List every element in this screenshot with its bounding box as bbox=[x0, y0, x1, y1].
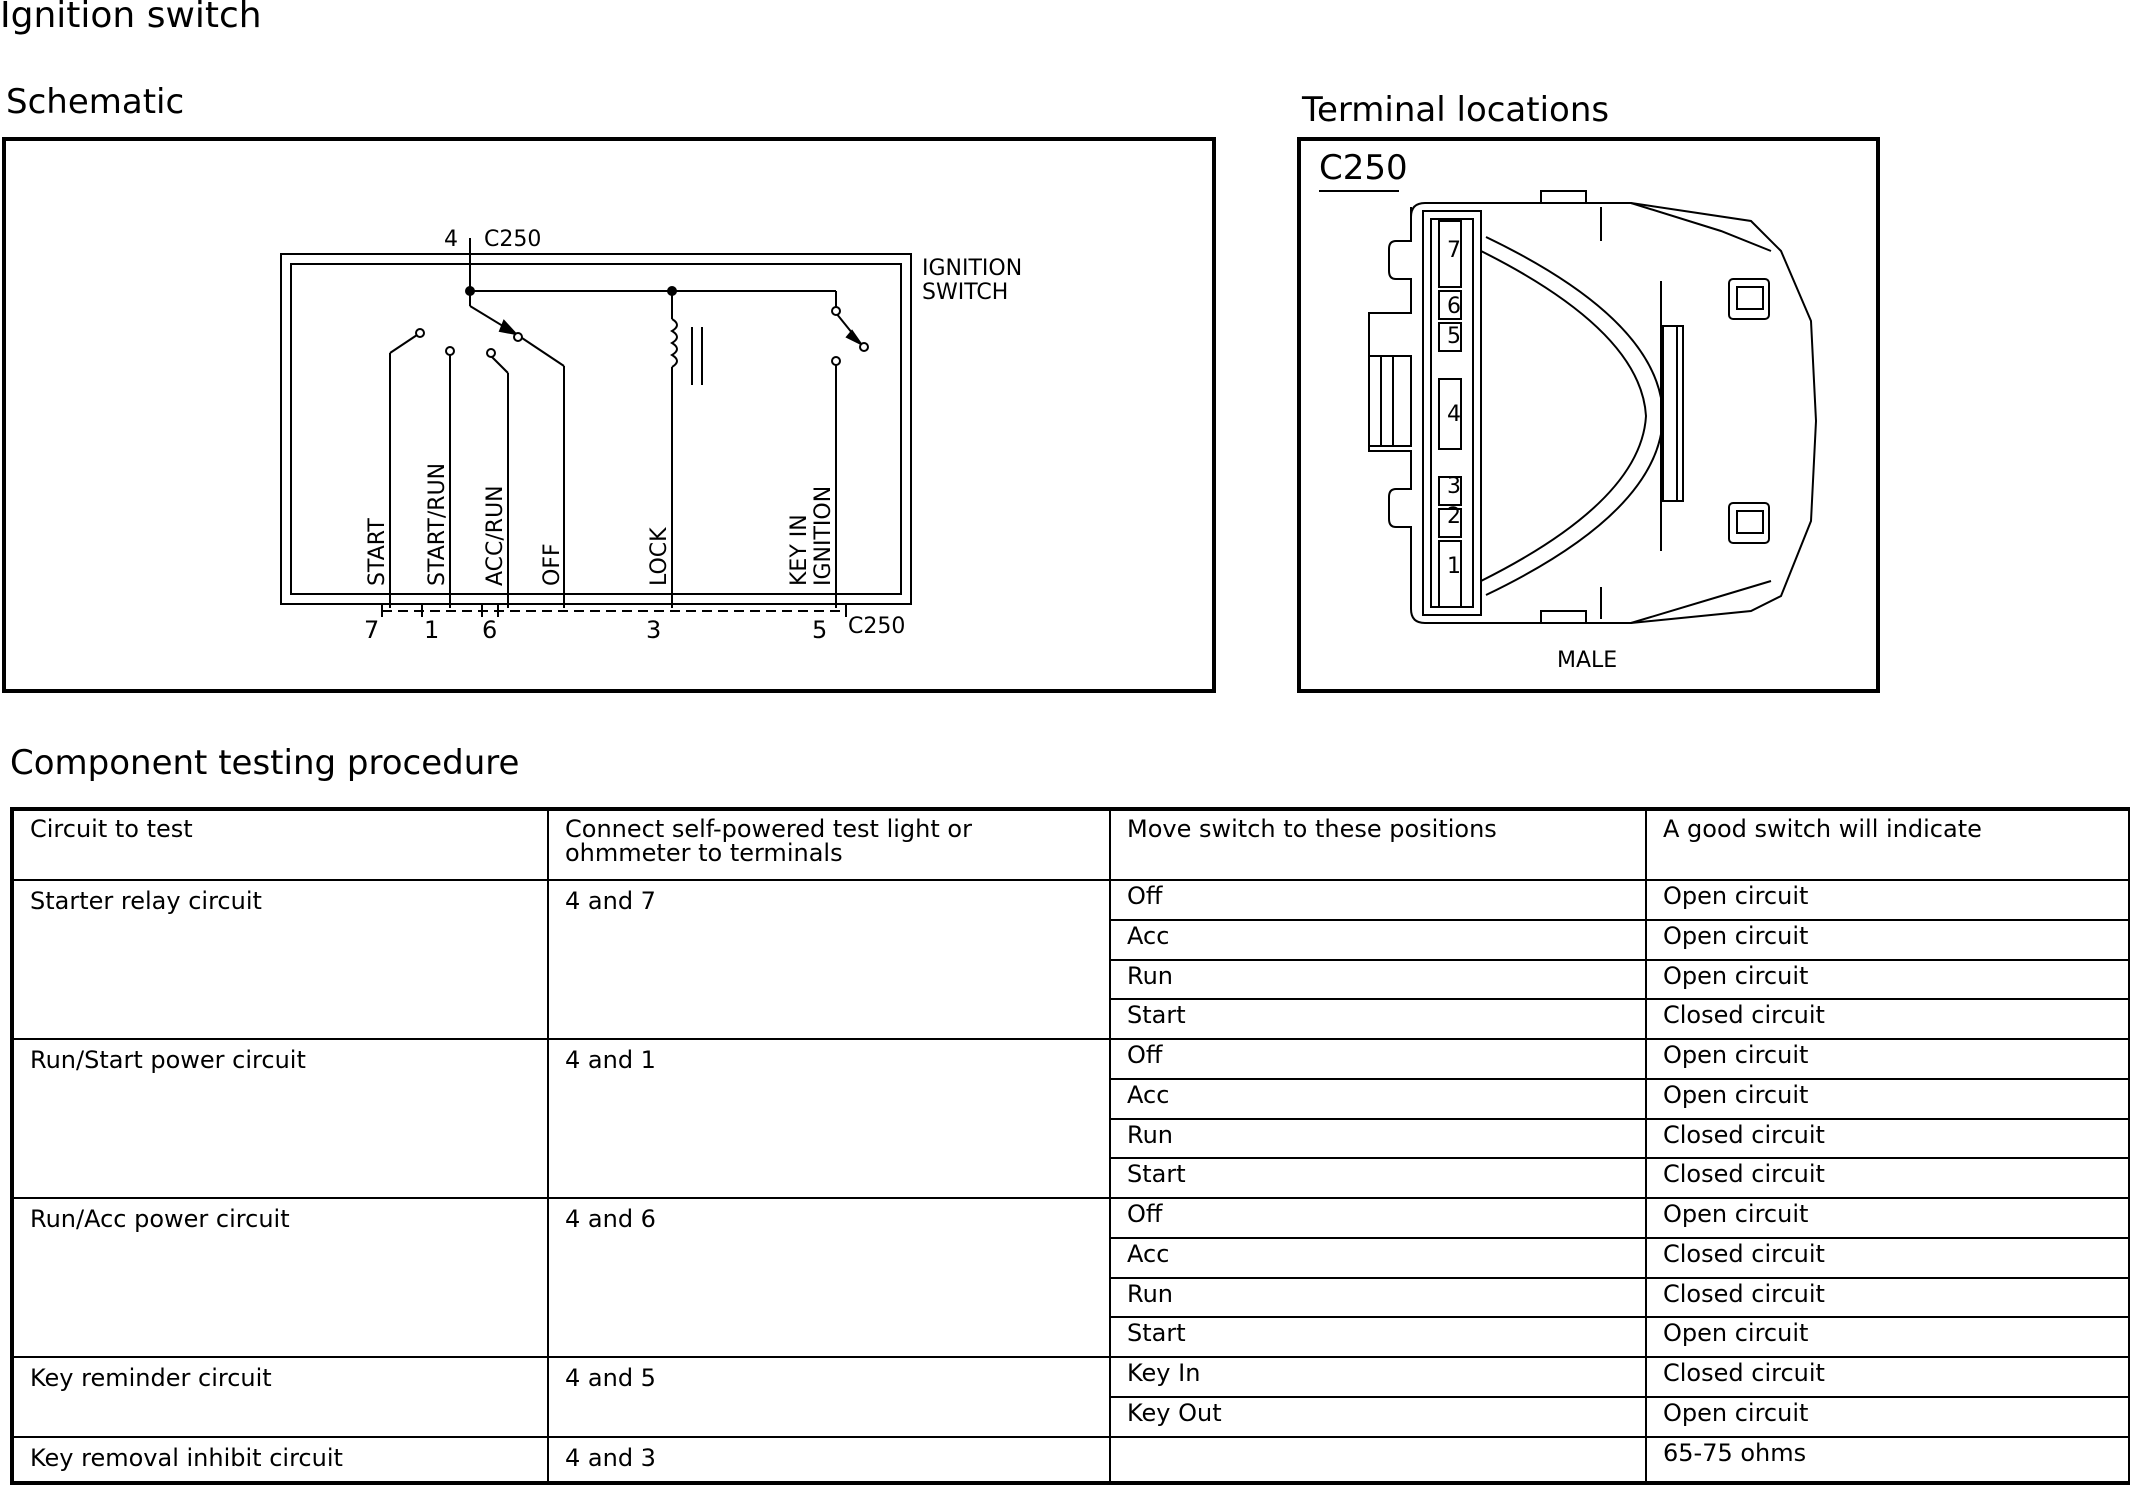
bottom-pin-6: 6 bbox=[482, 616, 497, 644]
position-label-acc-run: ACC/RUN bbox=[483, 485, 508, 586]
circuit-cell: Run/Start power circuit bbox=[11, 1038, 549, 1199]
result-cell: Open circuit bbox=[1645, 1038, 2130, 1080]
page-title: Ignition switch bbox=[0, 0, 262, 36]
position-cell: Start bbox=[1109, 1157, 1647, 1199]
result-cell: Closed circuit bbox=[1645, 998, 2130, 1040]
result-cell: Open circuit bbox=[1645, 958, 2130, 1001]
result-cell: Open circuit bbox=[1645, 1316, 2130, 1358]
terminals-cell: 4 and 1 bbox=[547, 1038, 1111, 1199]
position-cell: Run bbox=[1109, 958, 1647, 1001]
header-result: A good switch will indicate bbox=[1645, 808, 2130, 881]
procedure-table: Circuit to test Connect self-powered tes… bbox=[10, 807, 2130, 1485]
position-label-lock: LOCK bbox=[647, 527, 672, 586]
result-cell: Closed circuit bbox=[1645, 1117, 2130, 1160]
terminals-cell: 4 and 3 bbox=[547, 1435, 1111, 1484]
header-terminals-line2: ohmmeter to terminals bbox=[565, 839, 843, 867]
terminals-cell: 4 and 5 bbox=[547, 1356, 1111, 1438]
terminal-locations-panel: C250 bbox=[1297, 137, 1880, 693]
terminals-cell: 4 and 6 bbox=[547, 1197, 1111, 1358]
position-cell: Key In bbox=[1109, 1356, 1647, 1398]
result-cell: Open circuit bbox=[1645, 1077, 2130, 1120]
ignition-switch-label-line1: IGNITION bbox=[922, 256, 1022, 281]
terminal-locations-heading: Terminal locations bbox=[1302, 90, 1610, 130]
result-cell: Open circuit bbox=[1645, 879, 2130, 921]
terminal-pin-7: 7 bbox=[1447, 238, 1461, 263]
result-cell: Closed circuit bbox=[1645, 1356, 2130, 1398]
key-in-label-line1: KEY IN bbox=[787, 514, 812, 586]
position-cell: Start bbox=[1109, 1316, 1647, 1358]
position-cell: Off bbox=[1109, 1038, 1647, 1080]
result-cell: Closed circuit bbox=[1645, 1236, 2130, 1279]
circuit-cell: Key removal inhibit circuit bbox=[11, 1435, 549, 1484]
schematic-diagram: 4 C250 IGNITION SWITCH START START/RUN A… bbox=[280, 227, 1022, 644]
circuit-cell: Starter relay circuit bbox=[11, 879, 549, 1040]
position-cell: Start bbox=[1109, 998, 1647, 1040]
header-positions: Move switch to these positions bbox=[1109, 808, 1647, 881]
result-cell: Open circuit bbox=[1645, 1197, 2130, 1239]
position-cell: Acc bbox=[1109, 918, 1647, 961]
bottom-pin-7: 7 bbox=[364, 616, 379, 644]
terminal-pin-6: 6 bbox=[1447, 294, 1461, 319]
position-label-start-run: START/RUN bbox=[425, 463, 450, 586]
position-label-start: START bbox=[365, 518, 390, 586]
terminal-pin-1: 1 bbox=[1447, 554, 1461, 579]
bottom-pin-5: 5 bbox=[812, 616, 827, 644]
position-label-off: OFF bbox=[540, 543, 565, 586]
position-cell: Acc bbox=[1109, 1236, 1647, 1279]
bottom-pin-3: 3 bbox=[646, 616, 661, 644]
terminal-pin-4: 4 bbox=[1447, 402, 1461, 427]
result-cell: Open circuit bbox=[1645, 918, 2130, 961]
circuit-cell: Run/Acc power circuit bbox=[11, 1197, 549, 1358]
schematic-pin-top: 4 bbox=[444, 227, 458, 252]
terminals-cell: 4 and 7 bbox=[547, 879, 1111, 1040]
position-cell: Key Out bbox=[1109, 1395, 1647, 1438]
terminal-pin-3: 3 bbox=[1447, 474, 1461, 499]
position-cell: Acc bbox=[1109, 1077, 1647, 1120]
schematic-heading: Schematic bbox=[6, 82, 185, 122]
result-cell: Closed circuit bbox=[1645, 1276, 2130, 1319]
header-circuit: Circuit to test bbox=[11, 808, 549, 881]
schematic-connector-bottom: C250 bbox=[848, 614, 905, 639]
key-in-label-line2: IGNITION bbox=[811, 486, 836, 586]
header-terminals: Connect self-powered test light or ohmme… bbox=[547, 808, 1111, 881]
ignition-switch-label-line2: SWITCH bbox=[922, 280, 1008, 305]
schematic-connector-top: C250 bbox=[484, 227, 541, 252]
connector-gender: MALE bbox=[1557, 648, 1617, 673]
position-cell: Off bbox=[1109, 1197, 1647, 1239]
result-cell: Open circuit bbox=[1645, 1395, 2130, 1438]
position-cell: Run bbox=[1109, 1117, 1647, 1160]
position-cell: Off bbox=[1109, 879, 1647, 921]
bottom-pin-1: 1 bbox=[424, 616, 439, 644]
connector-diagram: C250 bbox=[1319, 148, 1818, 673]
procedure-heading: Component testing procedure bbox=[10, 743, 520, 783]
connector-id: C250 bbox=[1319, 148, 1408, 188]
result-cell: Closed circuit bbox=[1645, 1157, 2130, 1199]
header-terminals-line1: Connect self-powered test light or bbox=[565, 815, 972, 843]
result-cell: 65-75 ohms bbox=[1645, 1435, 2130, 1484]
circuit-cell: Key reminder circuit bbox=[11, 1356, 549, 1438]
position-cell: Run bbox=[1109, 1276, 1647, 1319]
table-header-row: Circuit to test Connect self-powered tes… bbox=[11, 808, 2130, 881]
terminal-pin-5: 5 bbox=[1447, 324, 1461, 349]
schematic-panel: 4 C250 IGNITION SWITCH START START/RUN A… bbox=[2, 137, 1216, 693]
position-cell bbox=[1109, 1435, 1647, 1484]
terminal-pin-2: 2 bbox=[1447, 504, 1461, 529]
